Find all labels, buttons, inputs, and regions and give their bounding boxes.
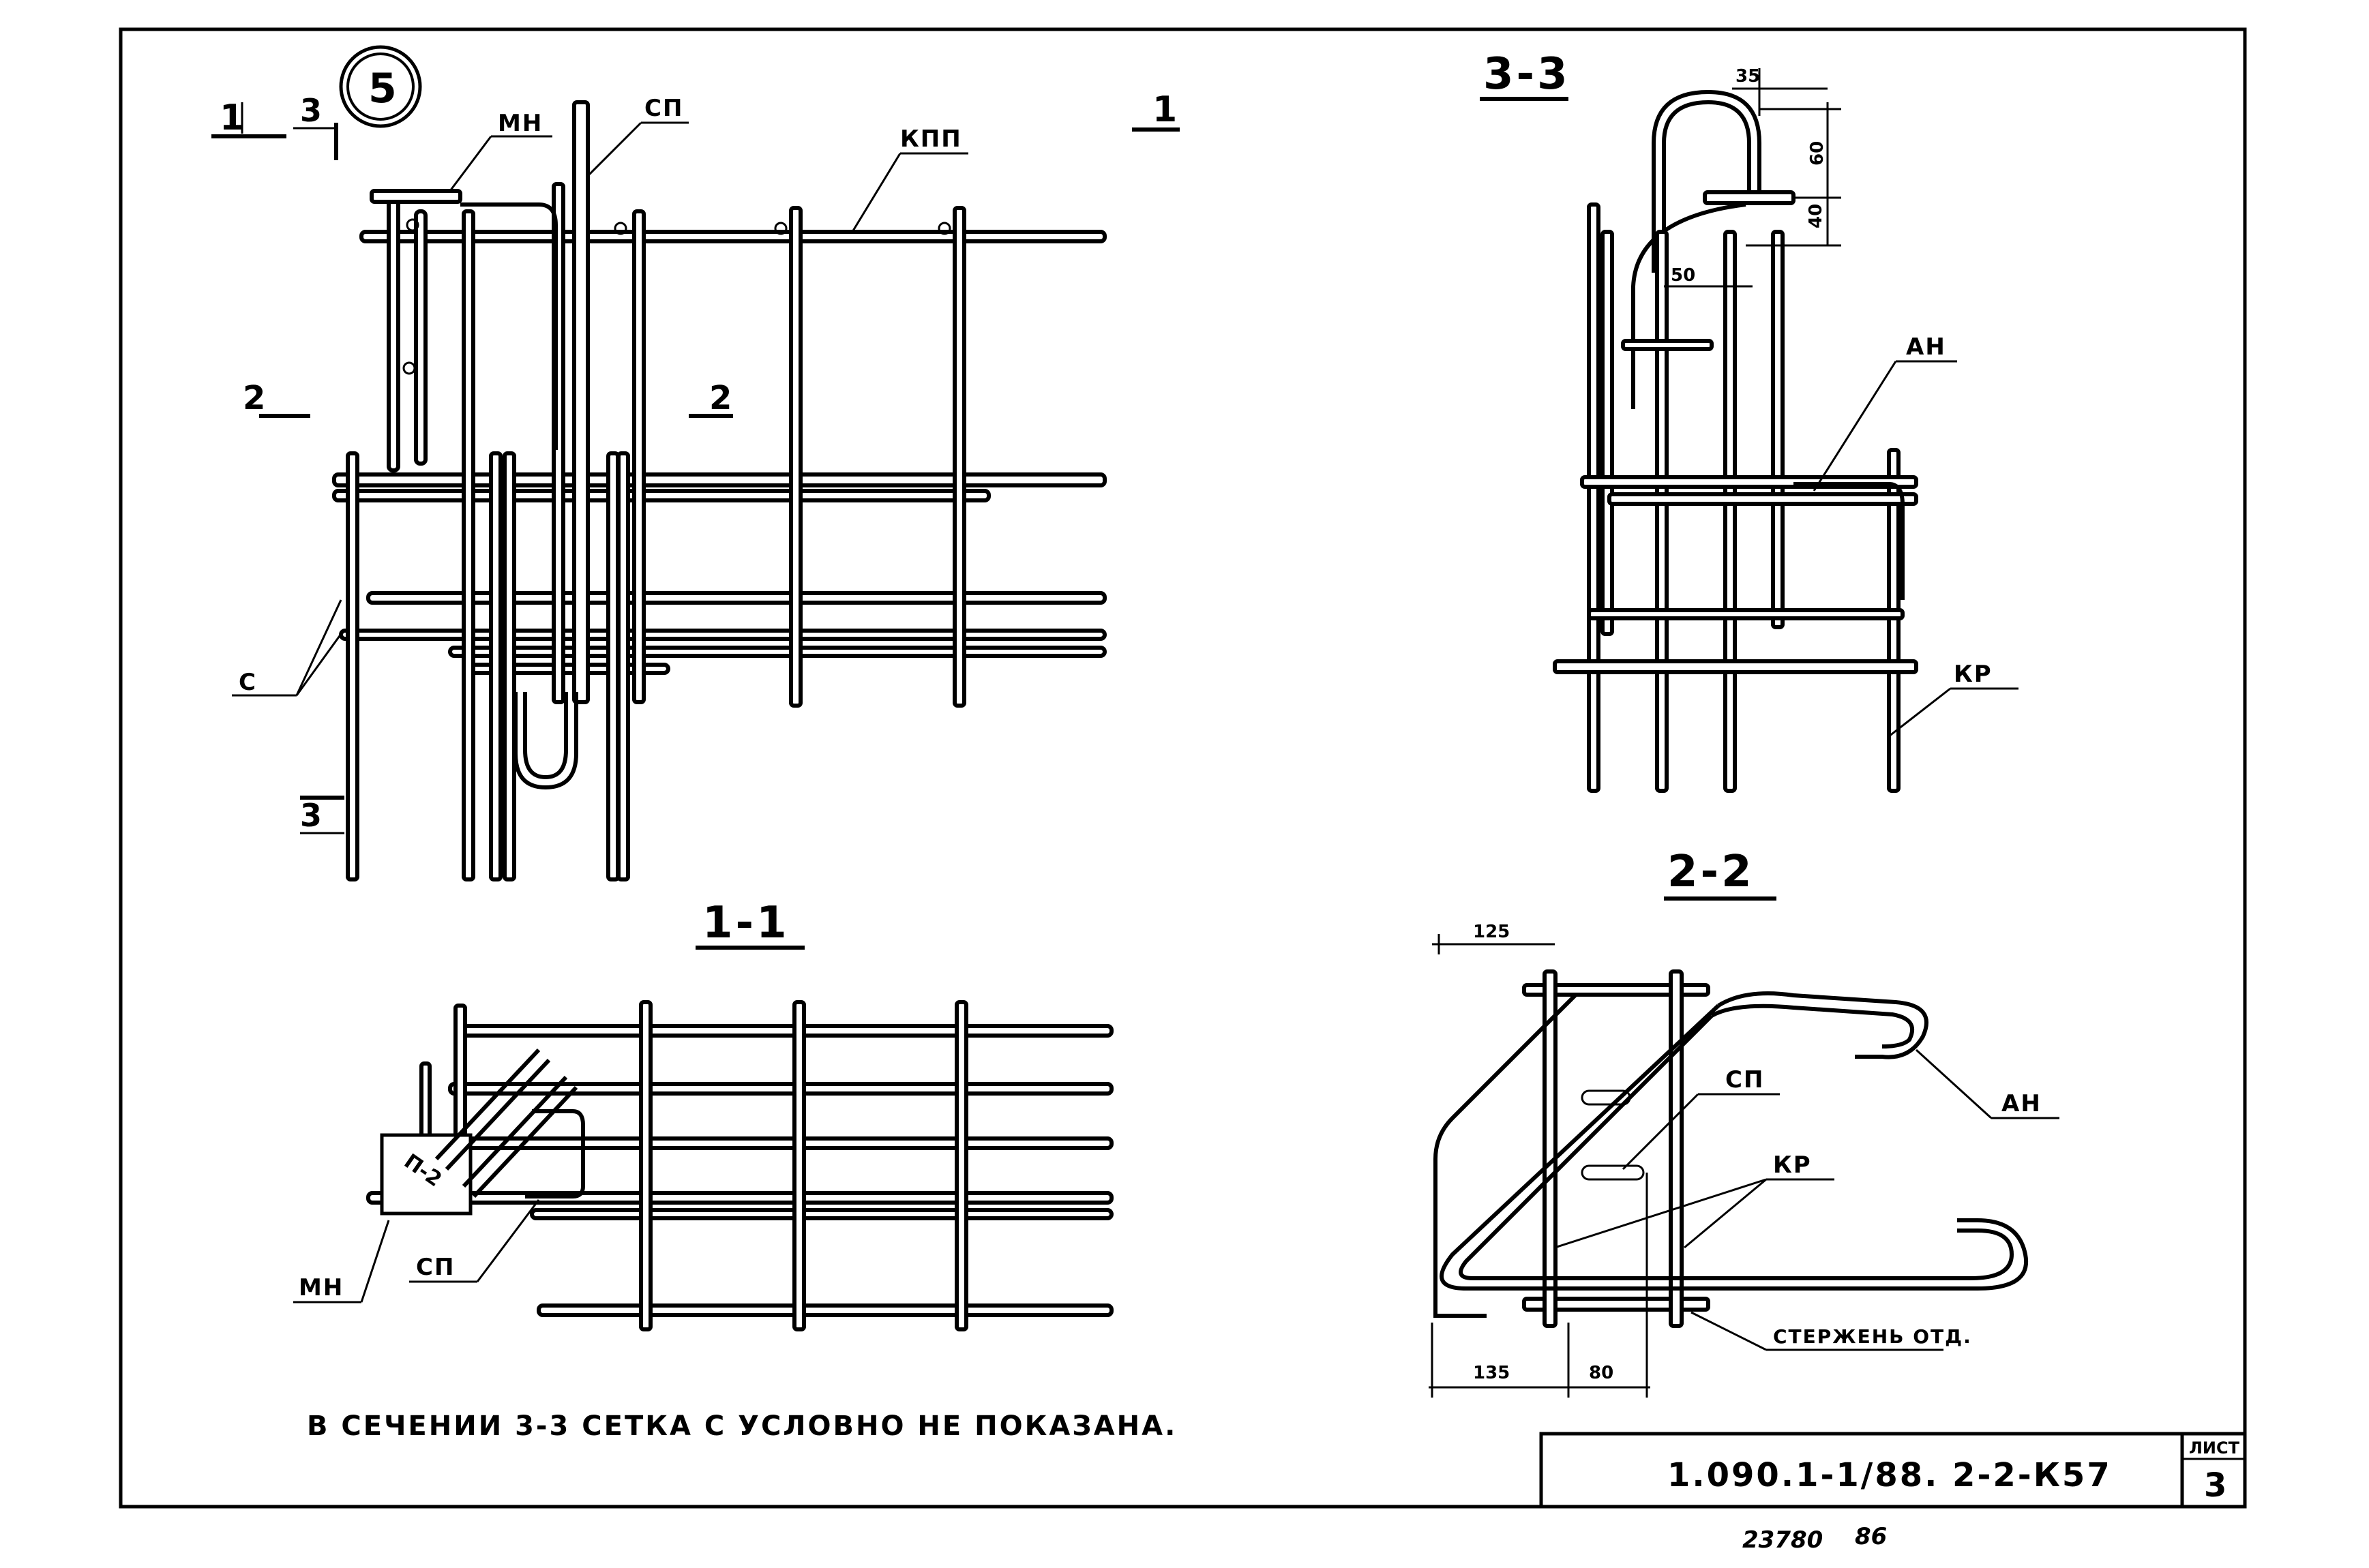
label-1-1-mn: МН [299, 1274, 344, 1301]
label-2-2-sp: СП [1725, 1066, 1764, 1094]
section-title-2-2: 2-2 [1667, 847, 1755, 897]
node-circle [339, 45, 422, 128]
cut-mark-2-right: 2 [689, 379, 734, 418]
cut-mark-1-left: 1 [211, 97, 286, 138]
drawing-frame [119, 27, 2247, 1509]
svg-text:35: 35 [1735, 66, 1760, 87]
label-2-2-rod: СТЕРЖЕНЬ ОТД. [1773, 1325, 1972, 1348]
label-s: С [239, 669, 257, 696]
svg-text:1: 1 [1152, 89, 1180, 130]
label-3-3-kr: КР [1954, 661, 1993, 688]
label-mn: МН [498, 110, 543, 137]
label-1-1-sp: СП [416, 1254, 455, 1281]
svg-text:80: 80 [1589, 1363, 1613, 1383]
drawing-note: В СЕЧЕНИИ 3-3 СЕТКА С УСЛОВНО НЕ ПОКАЗАН… [307, 1411, 1177, 1442]
sheet-label: ЛИСТ [2189, 1438, 2240, 1458]
cut-mark-1-right: 1 [1132, 89, 1180, 132]
svg-text:1: 1 [220, 97, 247, 138]
inventory-number: 23780 [1742, 1526, 1823, 1554]
title-code: 1.090.1-1/88. 2-2-К57 [1667, 1456, 2112, 1494]
dims-2-2: 125 135 80 [1429, 922, 1650, 1398]
sheet-number: 3 [2204, 1466, 2226, 1505]
svg-text:50: 50 [1671, 265, 1695, 286]
label-2-2-kr: КР [1773, 1151, 1812, 1179]
label-2-2-an: АН [2001, 1090, 2042, 1117]
svg-text:3: 3 [300, 92, 325, 129]
section-title-3-3: 3-3 [1483, 49, 1570, 100]
node-number: 5 [368, 65, 397, 112]
cut-mark-3-top: 3 [293, 92, 338, 160]
main-view: 5 1 3 1 2 2 3 [211, 45, 1180, 881]
section-1-1: 1-1 П-2 МН СП [293, 898, 1114, 1331]
svg-text:125: 125 [1473, 922, 1510, 942]
label-kpp: КПП [900, 125, 962, 153]
svg-text:2: 2 [709, 379, 734, 417]
svg-text:40: 40 [1806, 204, 1826, 228]
svg-text:2: 2 [243, 379, 268, 417]
section-title-1-1: 1-1 [702, 898, 790, 948]
svg-text:3: 3 [300, 797, 325, 834]
cut-mark-3-bottom: 3 [300, 796, 344, 834]
title-block: 1.090.1-1/88. 2-2-К57 ЛИСТ 3 [1539, 1432, 2247, 1509]
label-3-3-an: АН [1906, 333, 1946, 361]
label-sp: СП [644, 95, 683, 122]
svg-text:60: 60 [1807, 141, 1828, 166]
cut-mark-2-left: 2 [243, 379, 310, 418]
section-3-3: 3-3 35 60 40 5 [1480, 49, 2018, 793]
inventory-suffix: 86 [1855, 1523, 1887, 1550]
embedded-plate [380, 1133, 473, 1216]
section-2-2: 2-2 125 135 80 СП АН [1429, 847, 2059, 1398]
dims-3-3: 35 60 40 50 [1664, 66, 1841, 288]
svg-text:135: 135 [1473, 1363, 1510, 1383]
